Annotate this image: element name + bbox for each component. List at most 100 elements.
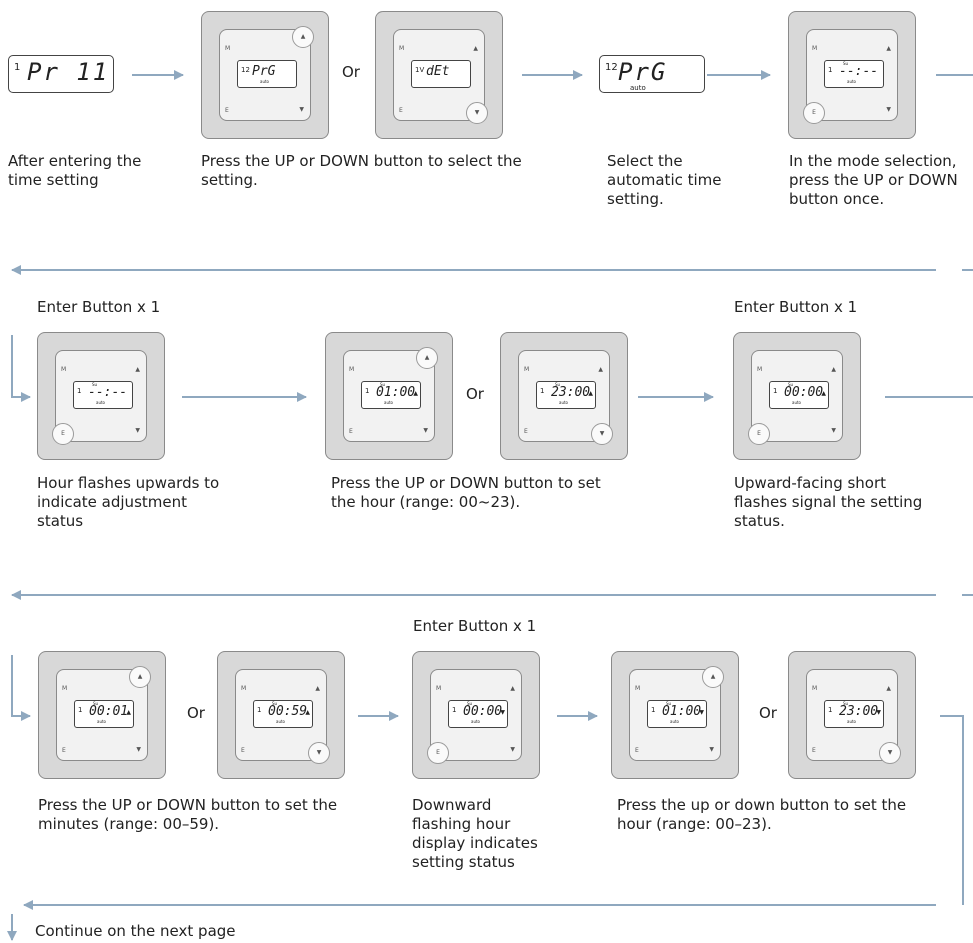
lcd-su: Su bbox=[467, 701, 473, 706]
device-plate: M E ▲ 1V dEt ▼ bbox=[393, 29, 488, 124]
flash-up-icon: ▲ bbox=[588, 390, 593, 397]
lcd-indicator: 1 bbox=[828, 706, 833, 714]
device-up-0100-down: M E ▼ 1 Su 01:00 ▼ auto ▲ bbox=[611, 651, 739, 779]
lcd-su: Su bbox=[788, 382, 794, 387]
up-button-pressed[interactable]: ▲ bbox=[702, 666, 724, 688]
enter-button-label-3: Enter Button x 1 bbox=[413, 617, 537, 635]
arrow-r3-in bbox=[11, 655, 31, 721]
device-enter-0000-down: M ▲ ▼ 1 Su 00:00 ▼ auto E bbox=[412, 651, 540, 779]
device-lcd: 1 Su 00:00 ▼ auto bbox=[448, 700, 508, 728]
mode-label: M bbox=[436, 685, 442, 692]
device-mode-enter: M ▲ ▼ 1 Su --:-- auto E bbox=[788, 11, 916, 139]
mode-label: M bbox=[524, 366, 530, 373]
lcd-indicator: 1 bbox=[651, 706, 656, 714]
enter-button-label-2: Enter Button x 1 bbox=[734, 298, 858, 316]
device-lcd: 1V dEt bbox=[411, 60, 471, 88]
enter-button-pressed[interactable]: E bbox=[52, 423, 74, 445]
device-down-det: M E ▲ 1V dEt ▼ bbox=[375, 11, 503, 139]
down-triangle-icon: ▼ bbox=[886, 106, 891, 113]
lcd-display-pr11: 1 Pr 11 bbox=[8, 55, 114, 93]
caption-downward-flashing: Downward flashing hour display indicates… bbox=[412, 796, 538, 871]
mode-label: M bbox=[62, 685, 68, 692]
device-lcd: 1 Su 01:00 ▼ auto bbox=[647, 700, 707, 728]
down-button-pressed[interactable]: ▼ bbox=[879, 742, 901, 764]
down-triangle-icon: ▼ bbox=[299, 106, 304, 113]
lcd-su: Su bbox=[272, 701, 278, 706]
device-lcd: 1 Su 00:01 ▲ auto bbox=[74, 700, 134, 728]
lcd-indicator: 1 bbox=[257, 706, 262, 714]
device-up-0001: M E ▼ 1 Su 00:01 ▲ auto ▲ bbox=[38, 651, 166, 779]
down-button-pressed[interactable]: ▼ bbox=[466, 102, 488, 124]
lcd-indicator: 12 bbox=[605, 62, 618, 73]
down-triangle-icon: ▼ bbox=[709, 746, 714, 753]
down-triangle-icon: ▼ bbox=[510, 746, 515, 753]
lcd-auto: auto bbox=[97, 719, 107, 724]
lcd-su: Su bbox=[843, 61, 849, 66]
lcd-display-prg-auto: 12 PrG auto bbox=[599, 55, 705, 93]
device-up-prg: M E ▼ 12 PrG auto ▲ bbox=[201, 11, 329, 139]
arrow-r3-down bbox=[940, 715, 964, 905]
lcd-su: Su bbox=[666, 701, 672, 706]
lcd-auto: auto bbox=[847, 719, 857, 724]
lcd-text: 23:00 bbox=[839, 704, 879, 719]
or-label: Or bbox=[187, 704, 205, 722]
device-lcd: 1 Su --:-- auto bbox=[824, 60, 884, 88]
flash-up-icon: ▲ bbox=[413, 390, 418, 397]
caption-hour-flashes: Hour flashes upwards to indicate adjustm… bbox=[37, 474, 220, 530]
up-button-pressed[interactable]: ▲ bbox=[292, 26, 314, 48]
device-plate: M ▲ ▼ 1 Su --:-- auto E bbox=[52, 350, 147, 445]
up-button-pressed[interactable]: ▲ bbox=[129, 666, 151, 688]
up-triangle-icon: ▲ bbox=[473, 45, 478, 52]
device-plate: M ▲ ▼ 1 Su 00:00 ▼ auto E bbox=[427, 669, 522, 764]
flash-down-icon: ▼ bbox=[500, 709, 505, 716]
device-enter-0000: M ▲ ▼ 1 Su 00:00 ▲ auto E bbox=[733, 332, 861, 460]
lcd-su: Su bbox=[843, 701, 849, 706]
down-button-pressed[interactable]: ▼ bbox=[308, 742, 330, 764]
device-lcd: 1 Su 01:00 ▲ auto bbox=[361, 381, 421, 409]
lcd-auto: auto bbox=[276, 719, 286, 724]
caption-set-hour: Press the UP or DOWN button to set the h… bbox=[331, 474, 601, 511]
up-triangle-icon: ▲ bbox=[598, 366, 603, 373]
lcd-text: 00:01 bbox=[89, 704, 129, 719]
enter-label: E bbox=[241, 747, 245, 754]
mode-label: M bbox=[635, 685, 641, 692]
up-button-pressed[interactable]: ▲ bbox=[416, 347, 438, 369]
mode-label: M bbox=[225, 45, 231, 52]
enter-button-pressed[interactable]: E bbox=[803, 102, 825, 124]
device-plate: M E ▲ 1 Su 00:59 ▲ auto ▼ bbox=[235, 669, 330, 764]
enter-button-pressed[interactable]: E bbox=[748, 423, 770, 445]
lcd-indicator: 12 bbox=[241, 66, 250, 74]
continue-next-page: Continue on the next page bbox=[35, 922, 236, 940]
device-plate: M E ▼ 12 PrG auto ▲ bbox=[219, 26, 314, 121]
or-label: Or bbox=[342, 63, 360, 81]
lcd-text: PrG bbox=[252, 64, 276, 79]
enter-label: E bbox=[524, 428, 528, 435]
mode-label: M bbox=[61, 366, 67, 373]
enter-label: E bbox=[225, 107, 229, 114]
caption-select-automatic: Select the automatic time setting. bbox=[607, 152, 722, 208]
lcd-text: 23:00 bbox=[551, 385, 591, 400]
mode-label: M bbox=[812, 685, 818, 692]
device-plate: M E ▲ 1 Su 23:00 ▼ auto ▼ bbox=[806, 669, 901, 764]
lcd-indicator: 1 bbox=[14, 62, 21, 73]
lcd-indicator: 1V bbox=[415, 66, 425, 74]
down-button-pressed[interactable]: ▼ bbox=[591, 423, 613, 445]
device-lcd: 1 Su 23:00 ▲ auto bbox=[536, 381, 596, 409]
device-down-0059: M E ▲ 1 Su 00:59 ▲ auto ▼ bbox=[217, 651, 345, 779]
up-triangle-icon: ▲ bbox=[831, 366, 836, 373]
down-triangle-icon: ▼ bbox=[136, 746, 141, 753]
enter-label: E bbox=[399, 107, 403, 114]
lcd-auto: auto bbox=[559, 400, 569, 405]
up-triangle-icon: ▲ bbox=[510, 685, 515, 692]
enter-label: E bbox=[812, 747, 816, 754]
device-plate: M ▲ ▼ 1 Su 00:00 ▲ auto E bbox=[748, 350, 843, 445]
enter-button-pressed[interactable]: E bbox=[427, 742, 449, 764]
lcd-indicator: 1 bbox=[773, 387, 778, 395]
arrow-r2-in bbox=[11, 335, 31, 402]
flash-up-icon: ▲ bbox=[126, 709, 131, 716]
lcd-text: --:-- bbox=[839, 64, 879, 79]
or-label: Or bbox=[759, 704, 777, 722]
lcd-su: Su bbox=[555, 382, 561, 387]
device-plate: M E ▼ 1 Su 01:00 ▲ auto ▲ bbox=[343, 347, 438, 442]
